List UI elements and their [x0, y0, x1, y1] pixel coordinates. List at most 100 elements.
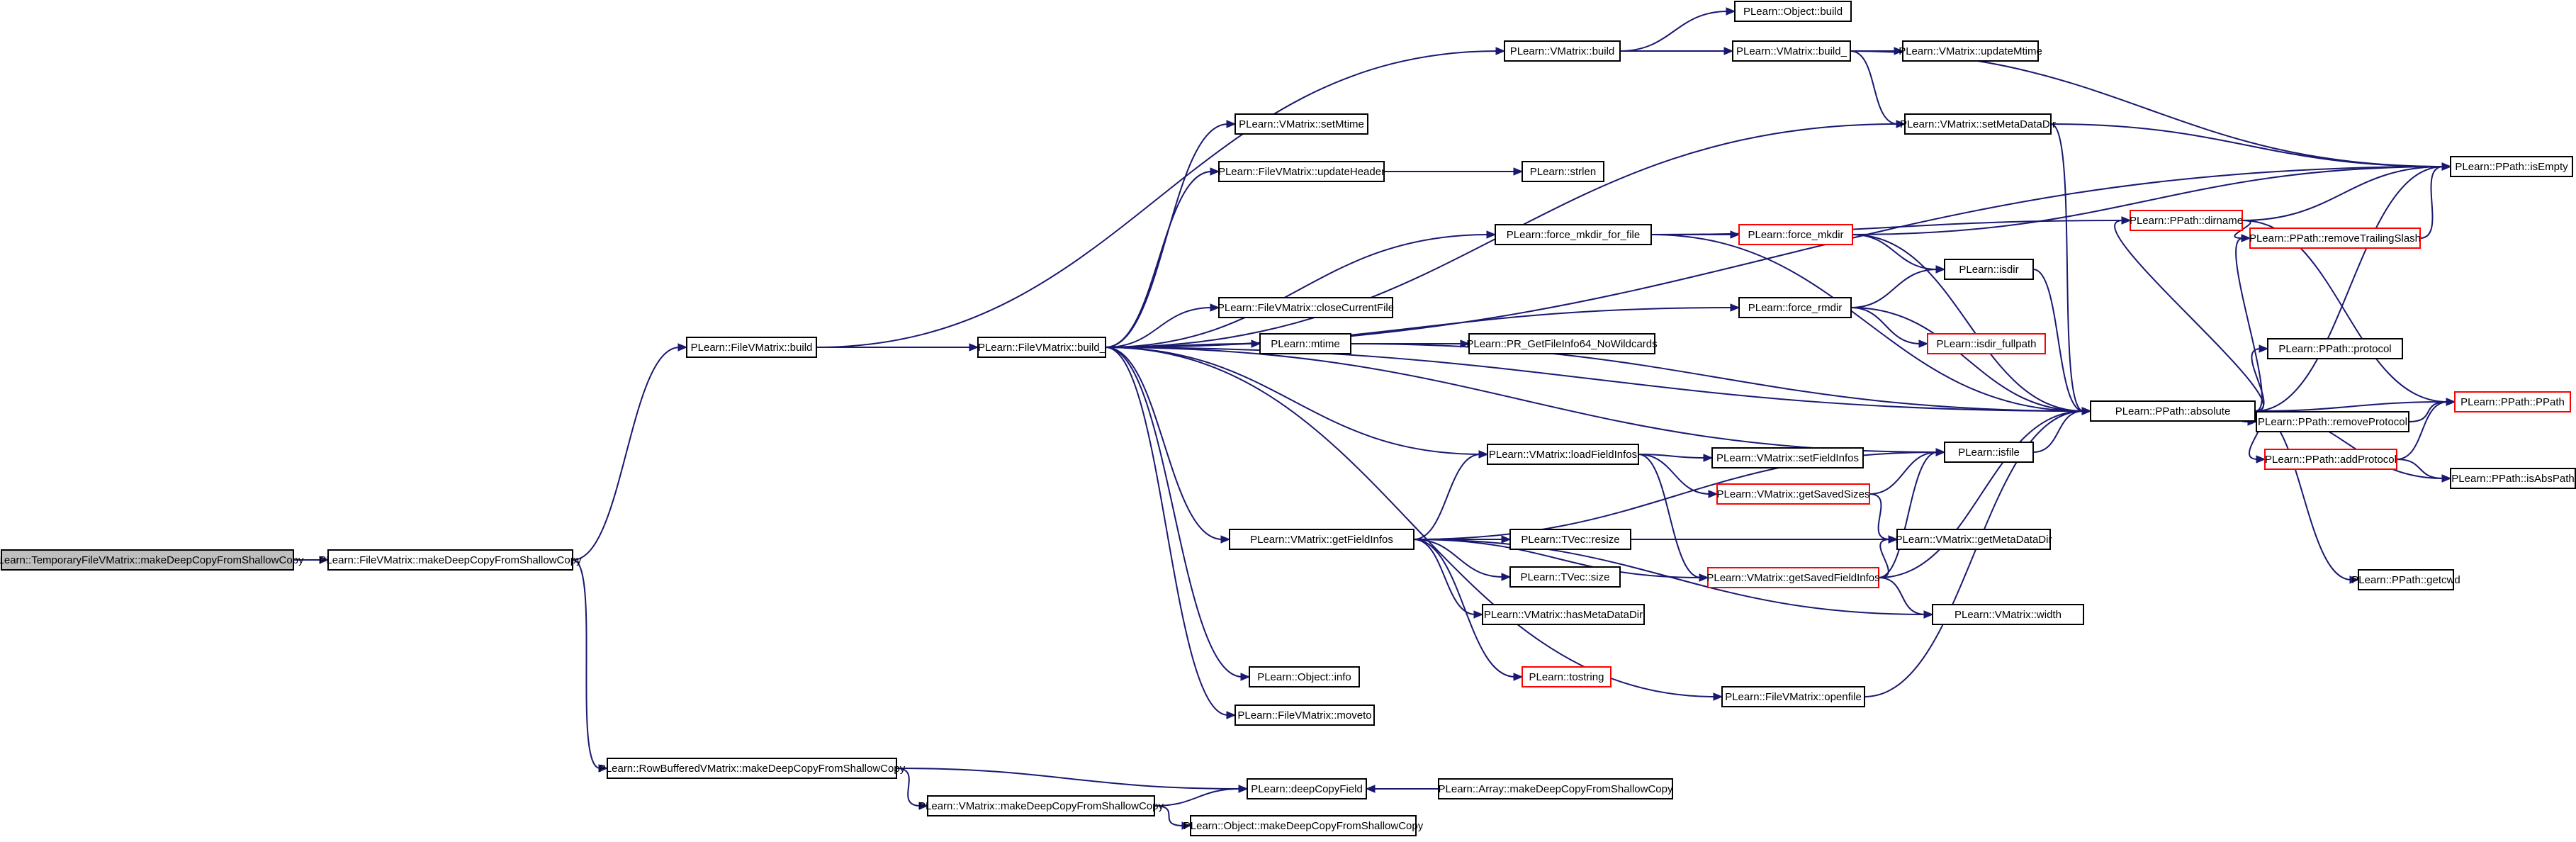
edge-arrowhead	[1896, 120, 1906, 128]
node-label: PLearn::isdir_fullpath	[1937, 338, 2037, 350]
node-label: PLearn::PPath::isAbsPath	[2451, 473, 2574, 485]
node-strlen[interactable]: PLearn::strlen	[1522, 161, 1604, 182]
edge-getsavedsizes-to-isfile	[1869, 451, 1938, 495]
node-getmeta[interactable]: PLearn::VMatrix::getMetaDataDir	[1896, 529, 2052, 550]
node-frmdir[interactable]: PLearn::force_rmdir	[1738, 297, 1852, 318]
node-box	[1738, 297, 1852, 318]
node-box	[1509, 566, 1621, 588]
node-fmkdir_file[interactable]: PLearn::force_mkdir_for_file	[1495, 224, 1652, 245]
node-setfi[interactable]: PLearn::VMatrix::setFieldInfos	[1711, 447, 1864, 468]
edge-getfi-to-loadfi	[1413, 454, 1481, 540]
node-setmtime[interactable]: PLearn::VMatrix::setMtime	[1234, 113, 1368, 135]
node-label: PLearn::FileVMatrix::openfile	[1725, 691, 1862, 703]
node-fvm_build_[interactable]: PLearn::FileVMatrix::build_	[977, 337, 1106, 358]
node-box	[1249, 666, 1360, 687]
edge-arrowhead	[1251, 339, 1261, 348]
edge-rmslash-to-isempty	[2419, 166, 2444, 239]
node-isdirfull[interactable]: PLearn::isdir_fullpath	[1927, 333, 2046, 354]
node-box	[1259, 333, 1351, 354]
edge-absolute-to-protocol	[2251, 348, 2265, 412]
node-label: PLearn::FileVMatrix::build_	[978, 342, 1106, 354]
node-getsavedfi[interactable]: PLearn::VMatrix::getSavedFieldInfos	[1706, 567, 1880, 588]
node-ppath[interactable]: PLearn::PPath::PPath	[2454, 391, 2571, 412]
edge-fmkdir_file-to-dirname	[1650, 220, 2124, 235]
node-label: PLearn::deepCopyField	[1251, 783, 1363, 795]
node-label: PLearn::VMatrix::getSavedSizes	[1717, 488, 1870, 500]
node-absolute[interactable]: PLearn::PPath::absolute	[2090, 400, 2256, 422]
node-label: PLearn::Object::build	[1743, 6, 1843, 18]
edge-absolute-to-rmslash	[2235, 237, 2263, 412]
node-protocol[interactable]: PLearn::PPath::protocol	[2267, 338, 2403, 359]
edge-dirname-to-isempty	[2242, 166, 2444, 221]
node-isfile[interactable]: PLearn::isfile	[1944, 442, 2034, 463]
node-box	[1229, 529, 1414, 550]
node-setmeta[interactable]: PLearn::VMatrix::setMetaDataDir	[1900, 113, 2056, 135]
edge-addproto-to-isabs	[2396, 459, 2444, 479]
node-obj_build[interactable]: PLearn::Object::build	[1734, 1, 1852, 22]
node-vm_mdc[interactable]: PLearn::VMatrix::makeDeepCopyFromShallow…	[918, 795, 1164, 816]
node-root[interactable]: PLearn::TemporaryFileVMatrix::makeDeepCo…	[0, 549, 304, 571]
node-hasmeta[interactable]: PLearn::VMatrix::hasMetaDataDir	[1482, 604, 1645, 625]
node-fvm_mdc[interactable]: PLearn::FileVMatrix::makeDeepCopyFromSha…	[319, 549, 582, 571]
node-label: PLearn::Array::makeDeepCopyFromShallowCo…	[1439, 783, 1673, 795]
node-box	[1734, 1, 1852, 22]
edge-arrowhead	[1181, 821, 1192, 830]
node-deepcopy[interactable]: PLearn::deepCopyField	[1247, 778, 1367, 799]
node-fvm_build[interactable]: PLearn::FileVMatrix::build	[686, 337, 817, 358]
node-rmslash[interactable]: PLearn::PPath::removeTrailingSlash	[2249, 228, 2421, 249]
node-vm_build_[interactable]: PLearn::VMatrix::build_	[1732, 40, 1851, 62]
node-rmproto[interactable]: PLearn::PPath::removeProtocol	[2256, 411, 2409, 432]
node-label: PLearn::PPath::PPath	[2460, 396, 2565, 408]
node-box	[1438, 778, 1673, 799]
node-box	[1234, 705, 1375, 726]
node-box	[1522, 161, 1604, 182]
node-dirname[interactable]: PLearn::PPath::dirname	[2130, 210, 2243, 231]
node-tostring[interactable]: PLearn::tostring	[1522, 666, 1612, 687]
node-label: PLearn::VMatrix::getFieldInfos	[1250, 534, 1393, 546]
node-label: PLearn::mtime	[1271, 338, 1340, 350]
edge-vm_build-to-obj_build	[1619, 11, 1728, 52]
node-label: PLearn::PPath::removeProtocol	[2258, 416, 2407, 428]
edge-arrowhead	[677, 343, 688, 352]
node-closefile[interactable]: PLearn::FileVMatrix::closeCurrentFile	[1217, 297, 1394, 318]
node-box	[2450, 156, 2573, 177]
node-isabs[interactable]: PLearn::PPath::isAbsPath	[2450, 468, 2576, 489]
edge-getfi-to-size	[1413, 539, 1504, 578]
node-obj_mdc[interactable]: PLearn::Object::makeDeepCopyFromShallowC…	[1183, 815, 1424, 836]
node-size[interactable]: PLearn::TVec::size	[1509, 566, 1621, 588]
node-updhdr[interactable]: PLearn::FileVMatrix::updateHeader	[1218, 161, 1385, 182]
node-box	[1721, 686, 1865, 707]
edge-vm_mdc-to-deepcopy	[1154, 788, 1241, 807]
node-box	[1904, 113, 2052, 135]
node-rbvm_mdc[interactable]: PLearn::RowBufferedVMatrix::makeDeepCopy…	[599, 758, 906, 779]
node-updmtime[interactable]: PLearn::VMatrix::updateMtime	[1899, 40, 2042, 62]
edge-arrowhead	[2259, 344, 2269, 353]
node-addproto[interactable]: PLearn::PPath::addProtocol	[2264, 449, 2397, 470]
node-isdir[interactable]: PLearn::isdir	[1944, 259, 2034, 280]
node-objinfo[interactable]: PLearn::Object::info	[1249, 666, 1360, 687]
node-getsavedsizes[interactable]: PLearn::VMatrix::getSavedSizes	[1716, 483, 1870, 505]
node-mtime[interactable]: PLearn::mtime	[1259, 333, 1351, 354]
node-openfile[interactable]: PLearn::FileVMatrix::openfile	[1721, 686, 1865, 707]
node-label: PLearn::PPath::protocol	[2278, 343, 2391, 355]
node-resize[interactable]: PLearn::TVec::resize	[1509, 529, 1631, 550]
node-vm_build[interactable]: PLearn::VMatrix::build	[1504, 40, 1621, 62]
node-width[interactable]: PLearn::VMatrix::width	[1932, 604, 2084, 625]
edge-getsavedsizes-to-getmeta	[1869, 493, 1891, 540]
node-getfi[interactable]: PLearn::VMatrix::getFieldInfos	[1229, 529, 1414, 550]
node-box	[2256, 411, 2409, 432]
edge-setmeta-to-absolute	[2050, 123, 2084, 412]
node-loadfi[interactable]: PLearn::VMatrix::loadFieldInfos	[1487, 444, 1639, 465]
node-prgetfile[interactable]: PLearn::PR_GetFileInfo64_NoWildcards	[1466, 333, 1658, 354]
node-fmkdir[interactable]: PLearn::force_mkdir	[1738, 224, 1853, 245]
edge-arrowhead	[1513, 673, 1524, 681]
edge-fmkdir-to-absolute	[1852, 234, 2084, 412]
node-moveto[interactable]: PLearn::FileVMatrix::moveto	[1234, 705, 1375, 726]
node-label: PLearn::FileVMatrix::makeDeepCopyFromSha…	[319, 554, 582, 566]
node-getcwd[interactable]: PLearn::PPath::getcwd	[2351, 569, 2460, 590]
node-label: PLearn::TVec::size	[1521, 571, 1610, 583]
edge-arrowhead	[1699, 573, 1709, 582]
node-isempty[interactable]: PLearn::PPath::isEmpty	[2450, 156, 2573, 177]
node-arr_mdc[interactable]: PLearn::Array::makeDeepCopyFromShallowCo…	[1438, 778, 1673, 799]
